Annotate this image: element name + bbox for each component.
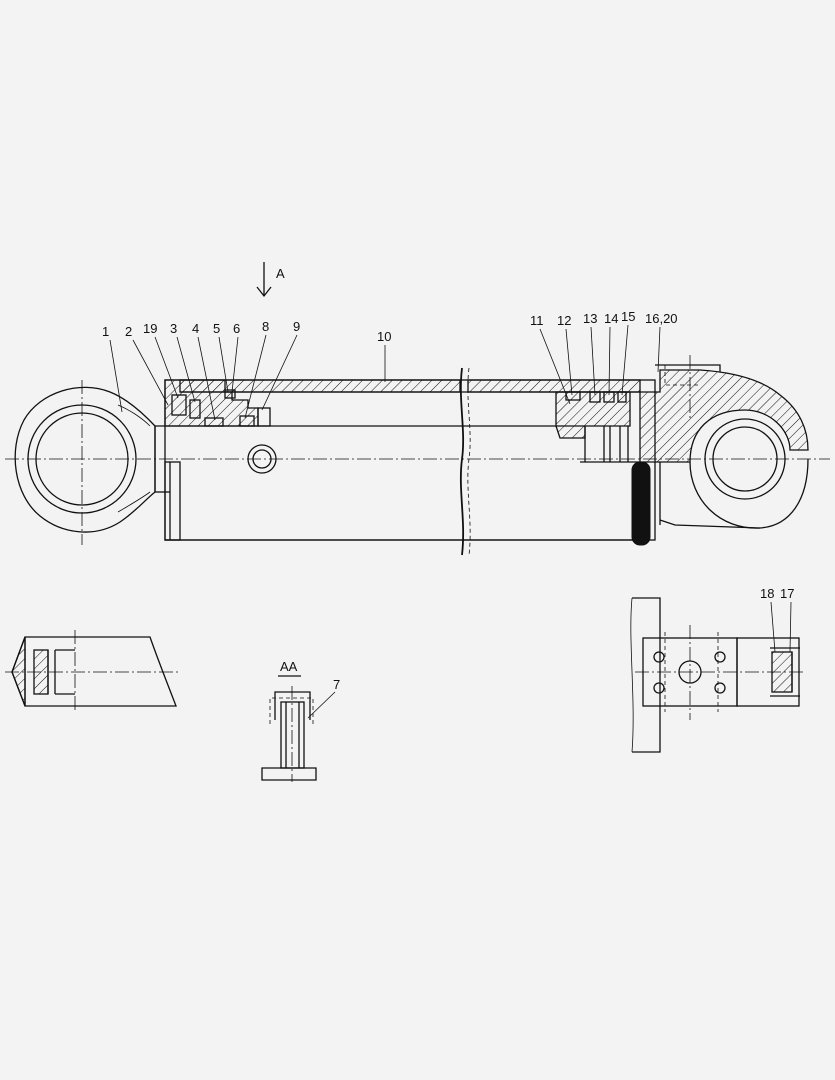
rod-eye-detail-view — [5, 630, 180, 712]
part-labels: 1 2 19 3 4 5 6 8 9 10 11 12 13 — [102, 309, 678, 421]
section-aa-view: AA 7 — [261, 659, 340, 782]
part-label-9: 9 — [293, 319, 300, 334]
view-arrow-label: A — [276, 266, 285, 281]
rod-end-eye — [14, 380, 156, 545]
base-mount-detail-view: 18 17 — [630, 586, 805, 753]
part-label-5: 5 — [213, 321, 220, 336]
part-label-2: 2 — [125, 324, 132, 339]
end-cap-seal-band — [631, 461, 651, 546]
part-label-4: 4 — [192, 321, 199, 336]
part-label-15: 15 — [621, 309, 635, 324]
part-label-1: 1 — [102, 324, 109, 339]
part-label-19: 19 — [143, 321, 157, 336]
part-label-17: 17 — [780, 586, 794, 601]
part-label-11: 11 — [530, 313, 544, 328]
part-label-12: 12 — [557, 313, 571, 328]
view-arrow: A — [256, 262, 285, 298]
part-label-18: 18 — [760, 586, 774, 601]
part-label-3: 3 — [170, 321, 177, 336]
part-label-14: 14 — [604, 311, 618, 326]
base-end-cap — [639, 355, 809, 529]
part-label-6: 6 — [233, 321, 240, 336]
main-cylinder-view: A 1 2 19 3 4 5 6 8 9 10 11 12 — [5, 262, 830, 556]
part-label-8: 8 — [262, 319, 269, 334]
piston-assembly — [555, 391, 640, 463]
section-label: AA — [280, 659, 298, 674]
part-label-13: 13 — [583, 311, 597, 326]
part-label-16-20: 16,20 — [645, 311, 678, 326]
part-label-7: 7 — [333, 677, 340, 692]
part-label-10: 10 — [377, 329, 391, 344]
